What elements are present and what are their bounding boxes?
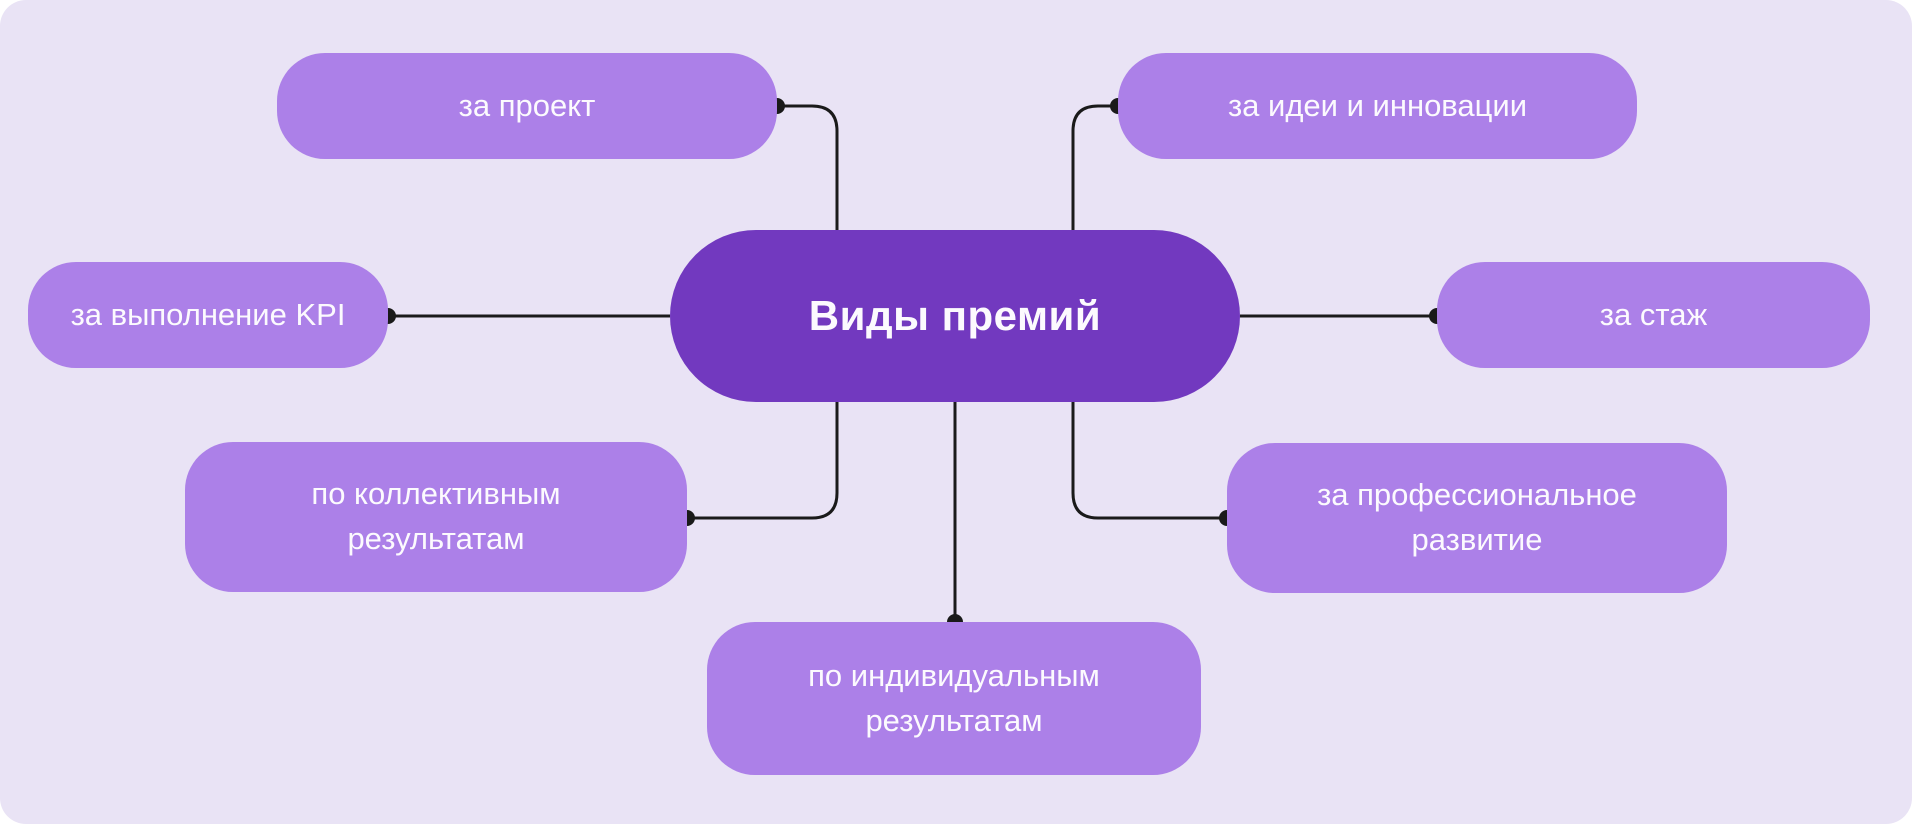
node-za-prof: за профессиональное развитие	[1227, 443, 1727, 593]
node-za-idei-label: за идеи и инновации	[1227, 87, 1528, 123]
connector-line-za-prof	[1071, 402, 1227, 520]
node-za-stazh: за стаж	[1437, 262, 1870, 368]
node-po-individualnym: по индивидуальным результатам	[707, 622, 1201, 775]
node-po-kollektivnym-label: по коллективным результатам	[311, 476, 561, 556]
node-za-idei: за идеи и инновации	[1118, 53, 1637, 159]
node-po-kollektivnym: по коллективным результатам	[185, 442, 687, 592]
node-central-label: Виды премий	[808, 292, 1102, 339]
connector-line-za-proekt	[777, 104, 839, 230]
node-za-stazh-label: за стаж	[1599, 296, 1708, 332]
connector-line-po-kollektivnym	[687, 402, 839, 520]
node-central: Виды премий	[670, 230, 1240, 402]
node-za-kpi: за выполнение KPI	[28, 262, 388, 368]
connector-line-za-idei	[1071, 104, 1118, 230]
node-za-prof-label: за профессиональное развитие	[1317, 477, 1637, 557]
node-za-proekt-label: за проект	[458, 87, 596, 123]
node-po-individualnym-label: по индивидуальным результатам	[808, 657, 1100, 738]
node-za-proekt: за проект	[277, 53, 777, 159]
node-za-kpi-label: за выполнение KPI	[70, 296, 346, 332]
